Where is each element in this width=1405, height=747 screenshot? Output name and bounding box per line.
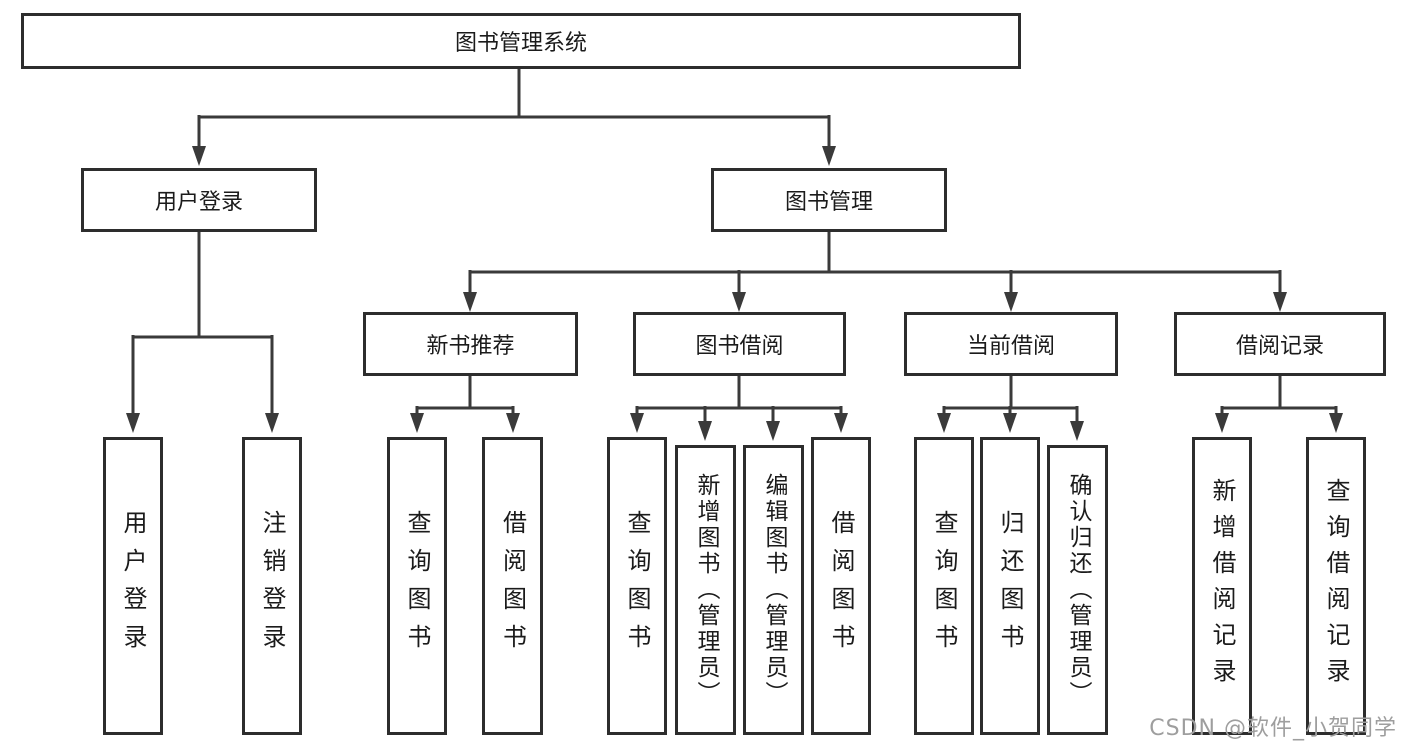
leaf-query-borrow-record: 查询借阅记录 bbox=[1306, 437, 1366, 735]
node-borrowing-records: 借阅记录 bbox=[1174, 312, 1386, 376]
leaf-logout: 注销登录 bbox=[242, 437, 302, 735]
leaf-add-book-admin: 新增图书（管理员） bbox=[675, 445, 736, 735]
node-library-management-system: 图书管理系统 bbox=[21, 13, 1021, 69]
leaf-query-book-recommend: 查询图书 bbox=[387, 437, 447, 735]
leaf-confirm-return-admin: 确认归还（管理员） bbox=[1047, 445, 1108, 735]
leaf-return-book: 归还图书 bbox=[980, 437, 1040, 735]
leaf-query-book-borrow: 查询图书 bbox=[607, 437, 667, 735]
node-new-book-recommendation: 新书推荐 bbox=[363, 312, 578, 376]
leaf-query-book-current: 查询图书 bbox=[914, 437, 974, 735]
leaf-user-login: 用户登录 bbox=[103, 437, 163, 735]
node-book-management: 图书管理 bbox=[711, 168, 947, 232]
leaf-borrow-book-recommend: 借阅图书 bbox=[482, 437, 543, 735]
node-book-borrowing: 图书借阅 bbox=[633, 312, 846, 376]
leaf-borrow-book: 借阅图书 bbox=[811, 437, 871, 735]
csdn-watermark: CSDN @软件_小贺同学 bbox=[1149, 716, 1397, 741]
node-current-borrowing: 当前借阅 bbox=[904, 312, 1118, 376]
leaf-add-borrow-record: 新增借阅记录 bbox=[1192, 437, 1252, 735]
leaf-edit-book-admin: 编辑图书（管理员） bbox=[743, 445, 804, 735]
node-user-login: 用户登录 bbox=[81, 168, 317, 232]
